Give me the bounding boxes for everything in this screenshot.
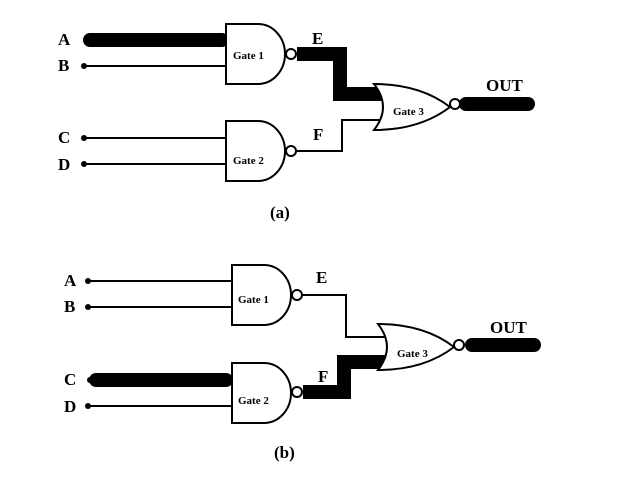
a-gate2-nand-icon — [225, 120, 286, 182]
a-gate2-bubble — [285, 145, 297, 157]
b-input-d-terminal — [85, 403, 91, 409]
b-input-a-terminal — [85, 278, 91, 284]
b-gate2-label: Gate 2 — [238, 395, 269, 407]
a-label-e: E — [312, 29, 323, 48]
b-wire-f-thick — [303, 355, 390, 399]
b-label-a: A — [64, 271, 77, 290]
b-label-d: D — [64, 397, 76, 416]
b-wire-e — [302, 294, 388, 338]
a-label-b: B — [58, 56, 69, 75]
b-input-c-terminal — [87, 377, 93, 383]
b-gate3-label: Gate 3 — [397, 348, 428, 360]
diagram-a: A B C D Gate 1 Gate 2 E F Gate 3 OUT (a) — [58, 23, 535, 222]
a-gate3-bubble — [449, 98, 461, 110]
a-gate2-label: Gate 2 — [233, 155, 264, 167]
a-gate3-label: Gate 3 — [393, 106, 424, 118]
a-input-b-terminal — [81, 63, 87, 69]
a-label-f: F — [313, 125, 323, 144]
a-gate1-label: Gate 1 — [233, 50, 264, 62]
a-wire-e-thick — [297, 47, 386, 101]
a-wire-f — [296, 119, 382, 152]
b-label-e: E — [316, 268, 327, 287]
a-label-out: OUT — [486, 76, 524, 95]
a-input-a-terminal — [83, 37, 89, 43]
b-gate1-bubble — [291, 289, 303, 301]
b-gate2-bubble — [291, 386, 303, 398]
a-caption: (a) — [270, 203, 290, 222]
a-label-d: D — [58, 155, 70, 174]
b-gate3-nor-icon — [375, 322, 456, 372]
a-input-c-terminal — [81, 135, 87, 141]
diagram-b: A B C D Gate 1 Gate 2 E F Gate 3 OUT (b) — [64, 264, 541, 462]
b-caption: (b) — [274, 443, 295, 462]
b-gate2-nand-icon — [231, 362, 292, 424]
a-input-d-terminal — [81, 161, 87, 167]
b-label-f: F — [318, 367, 328, 386]
a-label-c: C — [58, 128, 70, 147]
a-label-a: A — [58, 30, 71, 49]
b-label-b: B — [64, 297, 75, 316]
a-gate3-nor-icon — [371, 82, 452, 132]
a-gate1-bubble — [285, 48, 297, 60]
b-label-out: OUT — [490, 318, 528, 337]
b-label-c: C — [64, 370, 76, 389]
b-input-b-terminal — [85, 304, 91, 310]
b-gate1-nand-icon — [231, 264, 292, 326]
b-gate3-bubble — [453, 339, 465, 351]
b-gate1-label: Gate 1 — [238, 294, 269, 306]
a-gate1-nand-icon — [225, 23, 286, 85]
